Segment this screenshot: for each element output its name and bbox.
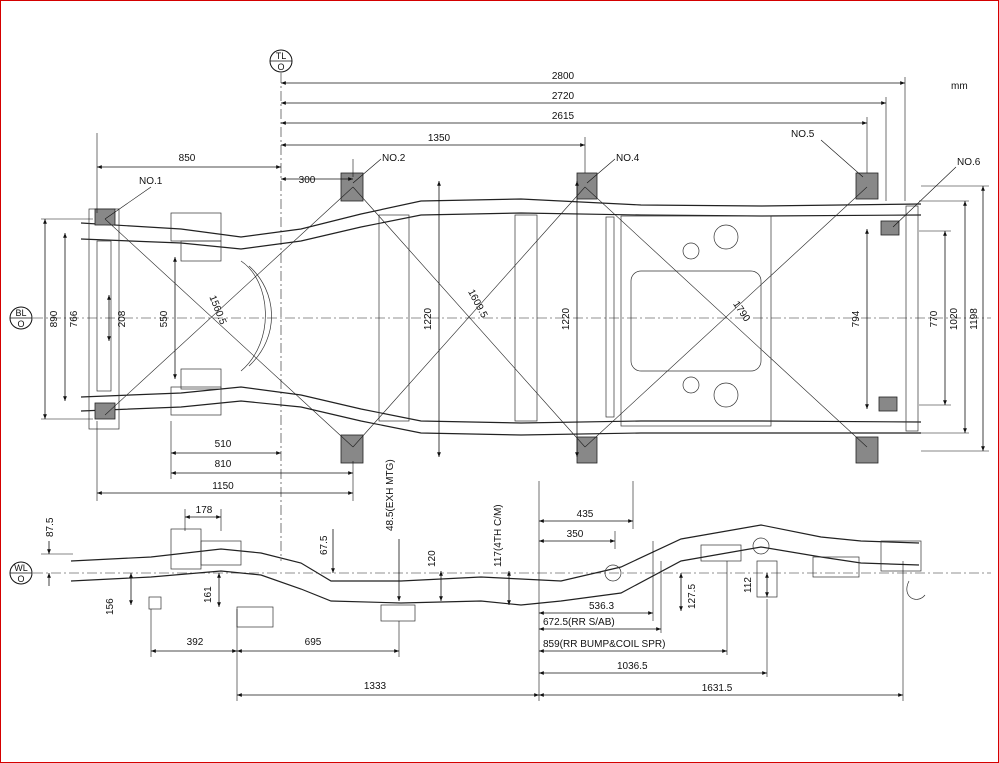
top-horizontal-dimensions: 2800 2720 2615 1350 850 300 — [96, 71, 906, 213]
dim-1020: 1020 — [949, 307, 960, 330]
dim-672-5: 672.5(RR S/AB) — [543, 617, 615, 628]
mount-label-no4: NO.4 — [616, 153, 640, 164]
dim-178: 178 — [196, 505, 213, 516]
dim-392: 392 — [187, 637, 204, 648]
svg-text:O: O — [17, 574, 24, 584]
svg-text:BL: BL — [15, 308, 26, 318]
mount-label-no5: NO.5 — [791, 129, 815, 140]
body-mounts-top — [94, 172, 900, 464]
dim-1790: 1790 — [730, 299, 752, 324]
dim-2615: 2615 — [552, 111, 575, 122]
top-vertical-dimensions: 890 766 208 550 1220 1220 794 770 1020 1… — [41, 181, 989, 457]
dim-510: 510 — [215, 439, 232, 450]
dim-2720: 2720 — [552, 91, 575, 102]
dim-1220-a: 1220 — [423, 307, 434, 330]
dim-1036-5: 1036.5 — [617, 661, 648, 672]
dim-161: 161 — [203, 586, 214, 603]
dim-695: 695 — [305, 637, 322, 648]
dim-435: 435 — [577, 509, 594, 520]
dim-112: 112 — [743, 577, 754, 593]
dim-550: 550 — [159, 310, 170, 327]
dim-770: 770 — [929, 310, 940, 327]
side-dimensions: 87.5 178 67.5 48.5(EXH MTG) 120 117(4TH … — [41, 459, 904, 701]
dim-156: 156 — [105, 598, 116, 615]
dim-1631-5: 1631.5 — [702, 683, 733, 694]
dim-87-5: 87.5 — [45, 517, 56, 537]
dim-536-3: 536.3 — [589, 601, 614, 612]
dim-890: 890 — [49, 310, 60, 327]
dim-127-5: 127.5 — [687, 584, 698, 609]
dim-1609-5: 1609.5 — [465, 288, 489, 321]
dim-859: 859(RR BUMP&COIL SPR) — [543, 639, 665, 650]
mount-label-no1: NO.1 — [139, 176, 163, 187]
dim-350: 350 — [567, 529, 584, 540]
dim-1560-5: 1560.5 — [206, 294, 228, 327]
dim-1198: 1198 — [969, 308, 980, 330]
svg-text:O: O — [277, 62, 284, 72]
svg-text:WL: WL — [14, 563, 28, 573]
top-bottom-dimensions: 510 810 1150 — [96, 421, 354, 501]
dim-67-5: 67.5 — [319, 535, 330, 555]
frame-top-view — [80, 198, 922, 436]
tlo-reference: TL O — [269, 49, 293, 73]
dim-48-5: 48.5(EXH MTG) — [385, 459, 396, 531]
dim-1350: 1350 — [428, 133, 451, 144]
dim-850: 850 — [179, 153, 196, 164]
unit-label: mm — [951, 81, 968, 92]
frame-side-view — [70, 524, 926, 628]
svg-text:O: O — [17, 319, 24, 329]
svg-text:TL: TL — [276, 51, 287, 61]
dim-300: 300 — [299, 175, 316, 186]
dim-1333: 1333 — [364, 681, 387, 692]
dim-208: 208 — [117, 310, 128, 327]
mount-label-no2: NO.2 — [382, 153, 406, 164]
dim-810: 810 — [215, 459, 232, 470]
dim-794: 794 — [851, 310, 862, 327]
dim-2800: 2800 — [552, 71, 575, 82]
blo-reference: BL O — [9, 306, 33, 330]
dim-1150: 1150 — [212, 481, 234, 492]
diagonal-dimensions: 1560.5 1609.5 1790 — [104, 186, 868, 448]
dim-120: 120 — [427, 550, 438, 567]
mount-label-no6: NO.6 — [957, 157, 981, 168]
dim-117: 117(4TH C/M) — [493, 504, 504, 567]
wlo-reference: WL O — [9, 561, 33, 585]
dim-1220-b: 1220 — [561, 307, 572, 330]
dim-766: 766 — [69, 310, 80, 327]
